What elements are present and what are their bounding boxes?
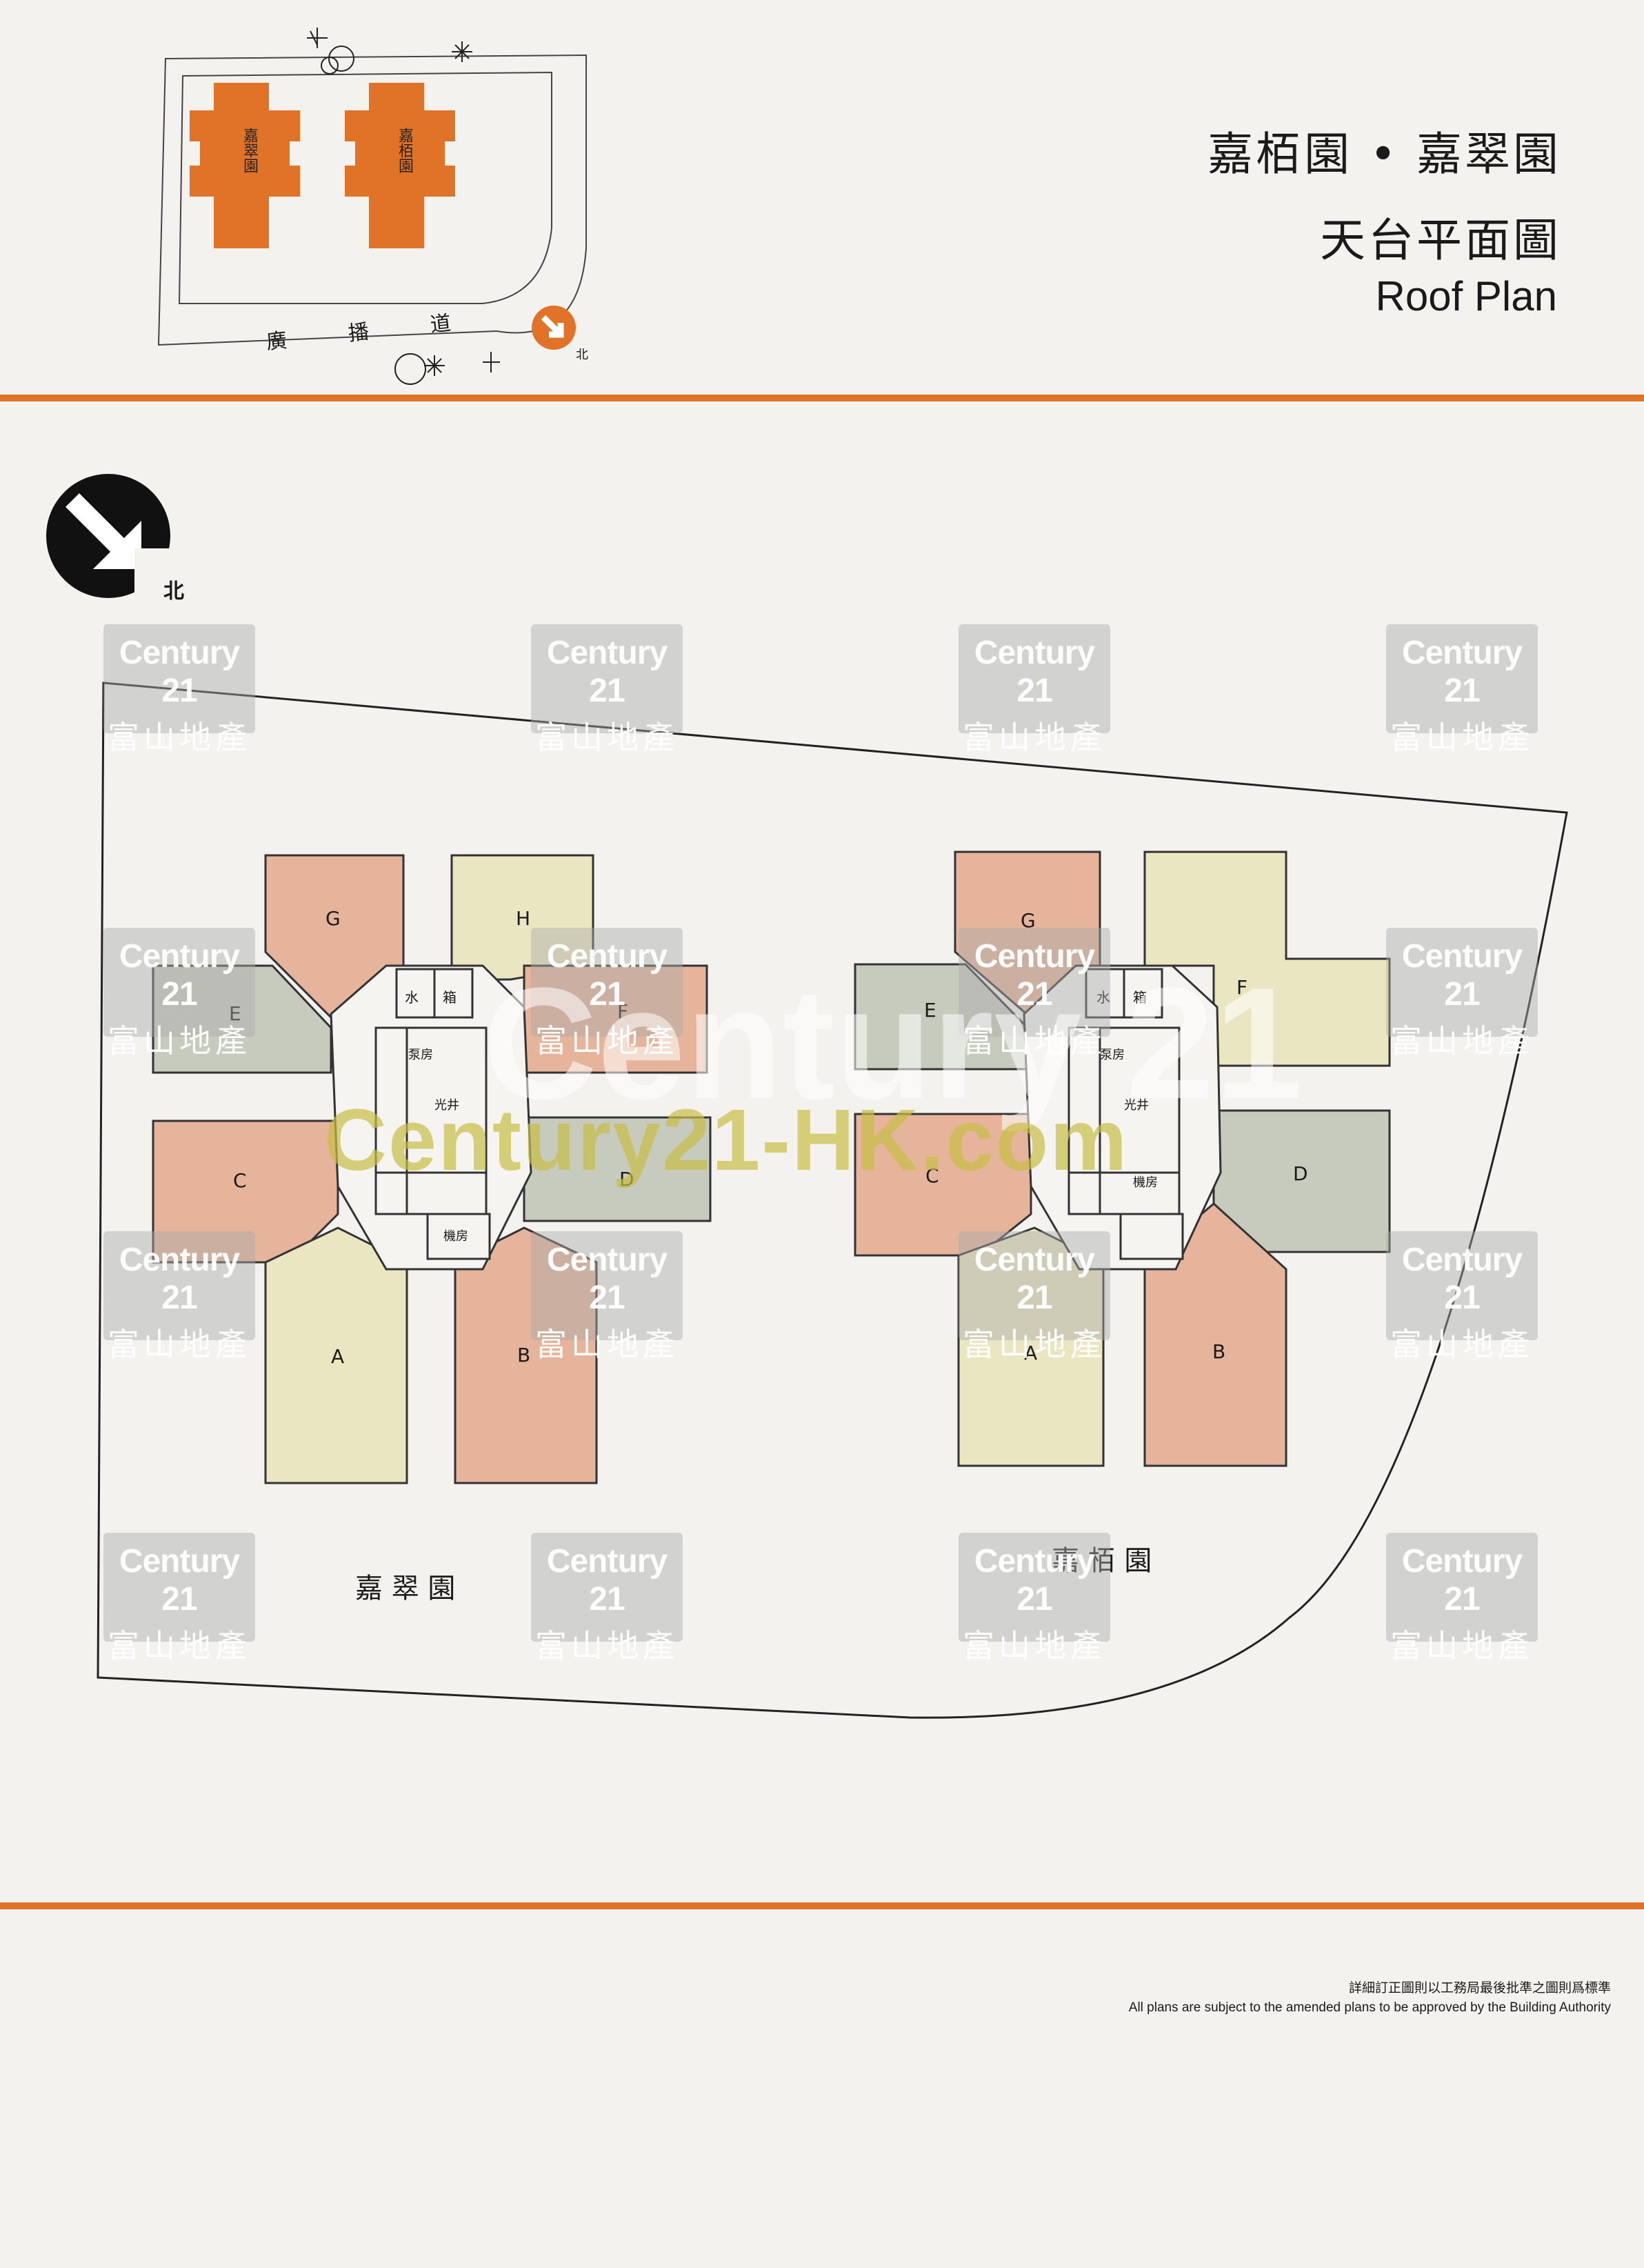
footnote-chinese: 詳細訂正圖則以工務局最後批準之圖則爲標準	[1348, 1980, 1611, 1996]
unit-c	[152, 1120, 339, 1264]
unit-a	[264, 1226, 408, 1484]
building-left-name: 嘉 翠 園	[355, 1573, 456, 1604]
key-plan-block-right-label: 嘉栢園	[396, 128, 413, 173]
building-right-name: 嘉 栢 園	[1052, 1545, 1152, 1577]
left-unit-a-label: A	[331, 1345, 345, 1368]
left-unit-g-label: G	[325, 907, 341, 930]
left-core-water-1: 水	[405, 989, 419, 1006]
right-unit-e-label: E	[924, 999, 936, 1022]
left-unit-b-label: B	[517, 1344, 531, 1366]
left-unit-d-label: D	[619, 1168, 634, 1191]
left-unit-h-label: H	[516, 907, 531, 930]
unit-b	[454, 1226, 598, 1484]
left-unit-e-label: E	[229, 1002, 241, 1025]
bottom-divider	[0, 1902, 1644, 1909]
building-left	[152, 854, 712, 1484]
right-unit-c-label: C	[925, 1164, 939, 1187]
title-english: Roof Plan	[1375, 273, 1558, 319]
right-unit-d-label: D	[1293, 1162, 1308, 1185]
title-line-1: 嘉栢園 • 嘉翠園	[1207, 128, 1561, 181]
north-arrow-icon	[46, 474, 176, 604]
left-core-water-2: 箱	[443, 989, 457, 1006]
right-unit-b-label: B	[1212, 1340, 1226, 1363]
title-line-2: 天台平面圖	[1320, 214, 1561, 267]
right-core-lightwell: 光井	[1124, 1098, 1149, 1113]
right-core-machine: 機房	[1133, 1175, 1158, 1190]
right-unit-f-label: F	[1236, 976, 1248, 999]
tree-icon	[307, 28, 500, 385]
unit-a	[957, 1226, 1105, 1467]
center-watermark-logo: Century 21	[483, 955, 1303, 1132]
left-core-lightwell: 光井	[434, 1098, 459, 1113]
site-boundary	[97, 682, 1568, 1719]
key-plan	[157, 28, 587, 385]
left-core-machine: 機房	[443, 1229, 468, 1244]
key-plan-block-right	[345, 83, 455, 248]
left-core-pump: 泵房	[408, 1048, 433, 1062]
key-plan-north-icon	[532, 306, 576, 350]
right-core-water-2: 箱	[1133, 989, 1147, 1006]
right-unit-a-label: A	[1024, 1342, 1038, 1364]
key-plan-north-label: 北	[576, 348, 588, 362]
top-divider	[0, 395, 1644, 401]
right-unit-g-label: G	[1021, 909, 1036, 932]
key-plan-block-left	[190, 83, 300, 248]
center-watermark-site: Century21-HK.com	[324, 1091, 1129, 1188]
unit-c	[854, 1113, 1032, 1257]
left-unit-f-label: F	[617, 1000, 629, 1023]
footnote-english: All plans are subject to the amended pla…	[1128, 2000, 1611, 2015]
north-label: 北	[163, 579, 184, 604]
building-right	[854, 850, 1391, 1467]
key-plan-block-left-label: 嘉翠園	[241, 128, 258, 173]
right-core-water-1: 水	[1096, 989, 1110, 1006]
unit-e	[152, 964, 332, 1074]
right-core-pump: 泵房	[1100, 1048, 1125, 1062]
left-unit-c-label: C	[233, 1169, 247, 1192]
